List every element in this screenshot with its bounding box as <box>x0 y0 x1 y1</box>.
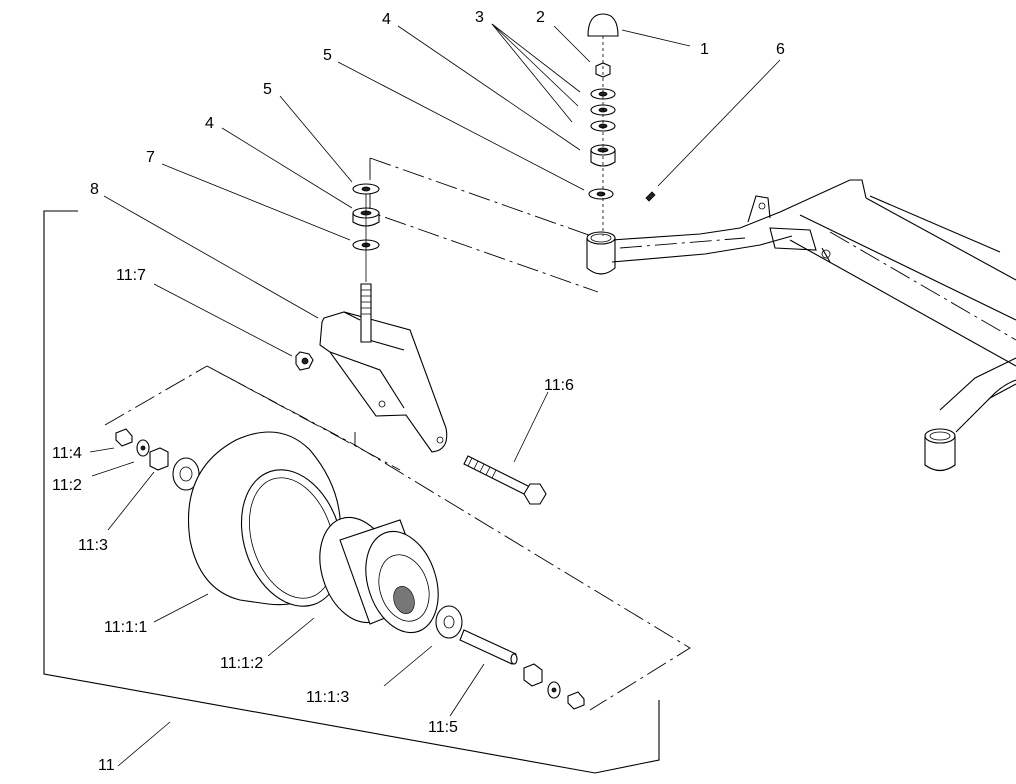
callout-labels: 1 2 3 4 5 6 5 4 7 8 11:7 11:6 11:4 11:2 … <box>52 9 785 774</box>
bushing-right <box>523 663 543 687</box>
callout-11-1-2: 11:1:2 <box>220 655 263 672</box>
caster-fork <box>319 283 448 453</box>
swivel-tube-upper <box>586 231 616 275</box>
washer-left-5 <box>352 183 380 195</box>
callout-6: 6 <box>776 41 785 58</box>
callout-11-3: 11:3 <box>78 537 108 554</box>
callout-11-4: 11:4 <box>52 445 82 462</box>
spacer-right <box>567 691 585 710</box>
callout-11-1-3: 11:1:3 <box>306 689 349 706</box>
callout-11-2: 11:2 <box>52 477 82 494</box>
axle-bolt <box>463 455 547 505</box>
dust-cap <box>587 13 619 37</box>
bushing-11-3 <box>149 447 169 471</box>
callout-5-lower: 5 <box>263 81 272 98</box>
spacer-washer-upper <box>588 188 614 200</box>
callout-11-1-1: 11:1:1 <box>104 619 147 636</box>
callout-2: 2 <box>536 9 545 26</box>
spacer-11-4 <box>115 428 133 447</box>
seal-right <box>547 681 561 699</box>
axle-spacer-tube <box>459 629 518 665</box>
lock-nut-axle <box>295 351 314 371</box>
assembly-bracket-11 <box>43 210 660 774</box>
rim <box>319 516 439 634</box>
leader-lines <box>89 23 781 767</box>
callout-11-7: 11:7 <box>116 267 146 284</box>
tire <box>187 431 344 607</box>
callout-5-upper: 5 <box>323 47 332 64</box>
callout-11: 11 <box>98 757 115 774</box>
callout-4-lower: 4 <box>205 115 214 132</box>
wheel-reference-outline <box>104 365 691 711</box>
wheel-bearing <box>435 605 463 639</box>
swivel-tube-lower <box>924 428 956 472</box>
callout-11-6: 11:6 <box>544 377 574 394</box>
callout-11-5: 11:5 <box>428 719 458 736</box>
mower-frame <box>369 157 1016 433</box>
callout-7: 7 <box>146 149 155 166</box>
bearing-washer-left <box>172 457 200 491</box>
callout-1: 1 <box>700 41 709 58</box>
seal-11-2 <box>136 439 150 457</box>
callout-4-upper: 4 <box>382 11 391 28</box>
grease-fitting <box>645 191 656 202</box>
callout-8: 8 <box>90 181 99 198</box>
callout-3: 3 <box>475 9 484 26</box>
